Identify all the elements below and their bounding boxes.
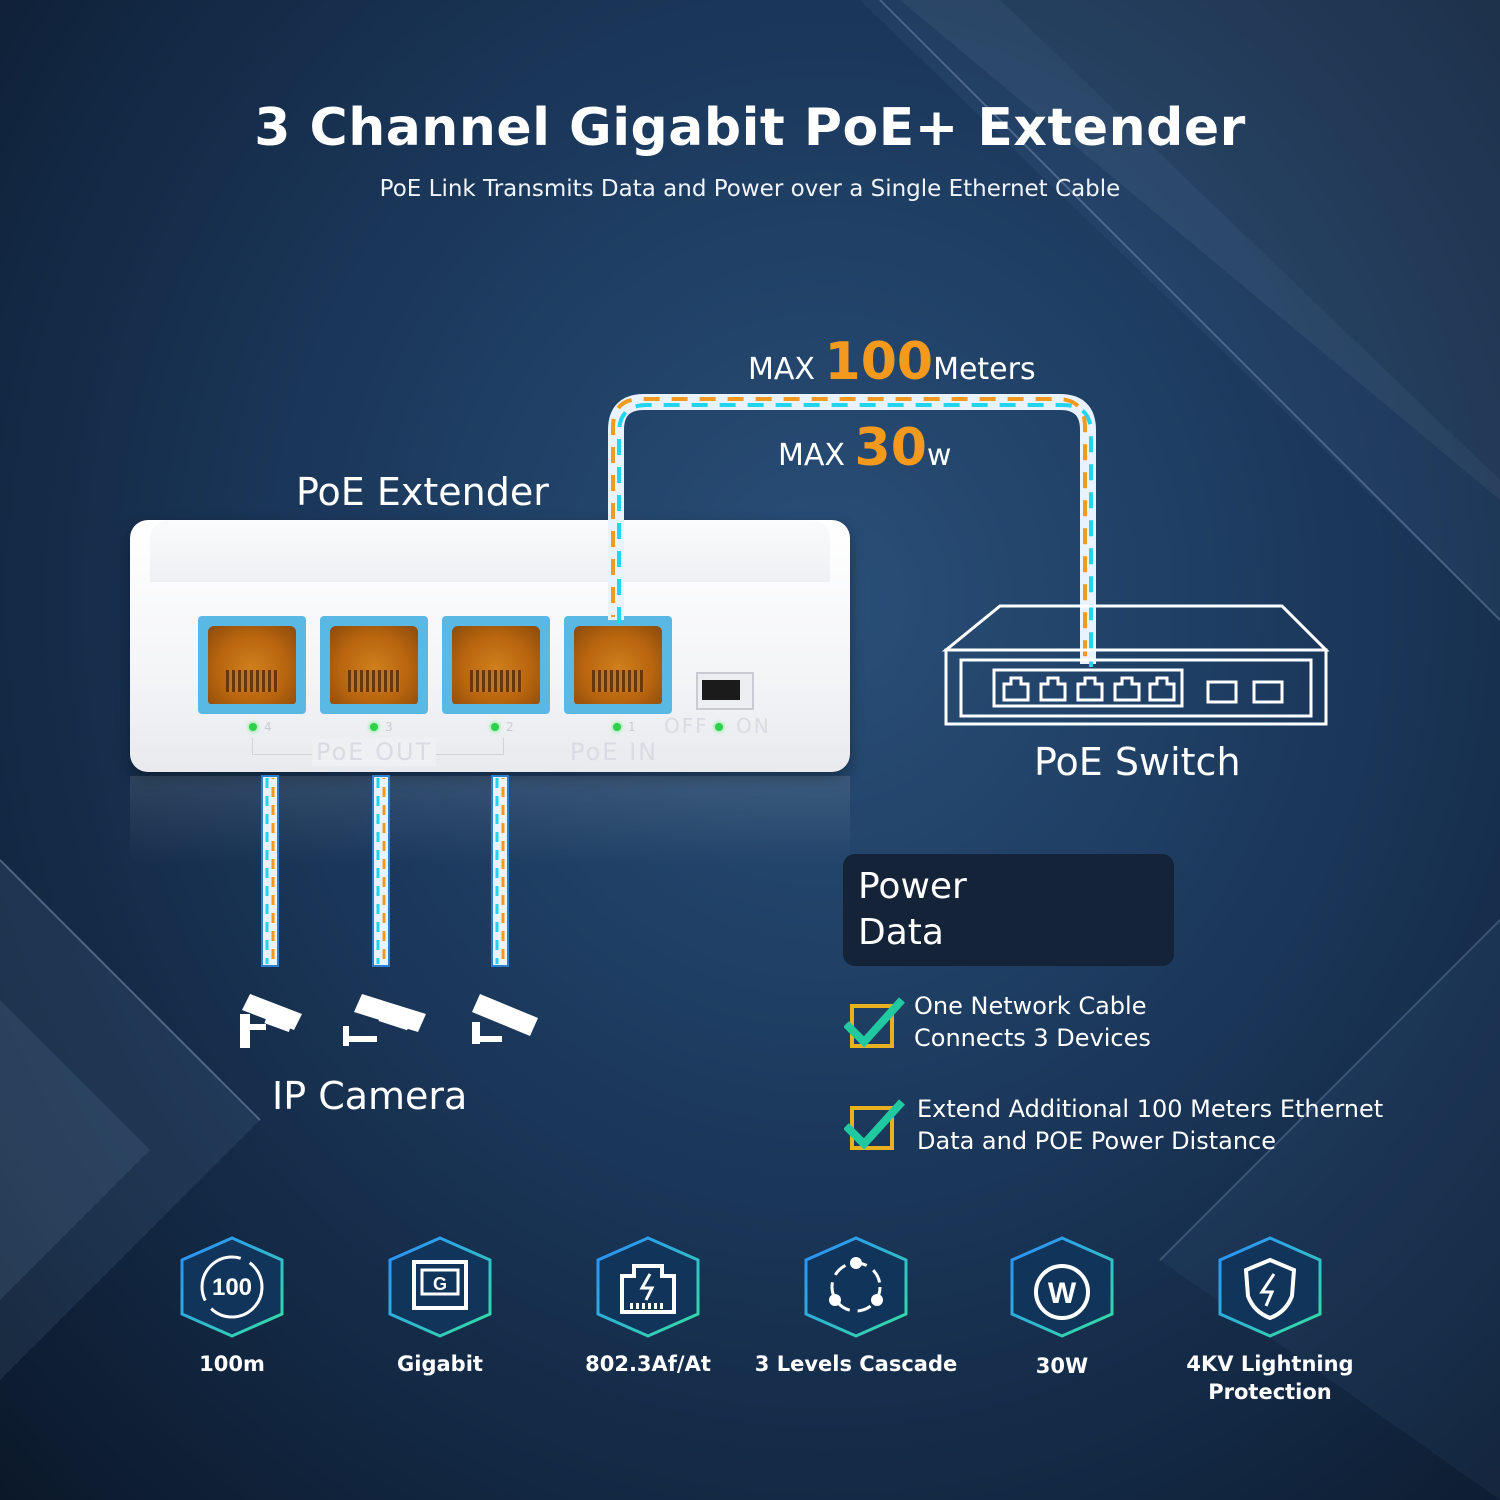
main-cable-power <box>611 397 1087 661</box>
main-cable-data <box>617 403 1093 667</box>
max-distance-unit: Meters <box>933 352 1036 387</box>
page-title: 3 Channel Gigabit PoE+ Extender <box>254 98 1246 158</box>
poe-switch-icon <box>941 604 1330 726</box>
camera-cable-3 <box>491 775 509 967</box>
camera-label: IP Camera <box>272 1074 468 1118</box>
device-top-panel <box>150 520 830 582</box>
port-1 <box>564 616 672 714</box>
lightning-shield-icon <box>1218 1236 1322 1338</box>
max-power-unit: w <box>926 438 952 473</box>
feature-label-lightning-line2: Protection <box>1208 1380 1332 1404</box>
distance-100-icon: 100 <box>180 1236 284 1338</box>
feature-label-cascade: 3 Levels Cascade <box>754 1352 958 1376</box>
camera-cable-1 <box>261 775 279 967</box>
device-reflection <box>130 776 850 866</box>
check-item-1-line2: Connects 3 Devices <box>914 1024 1151 1052</box>
port-2 <box>442 616 550 714</box>
main-cable-outer <box>608 394 1096 664</box>
legend-power-label: Power <box>858 866 967 907</box>
port-2-number: 2 <box>506 720 514 734</box>
extender-label: PoE Extender <box>296 470 549 514</box>
port-4-number: 4 <box>264 720 272 734</box>
max-distance-label: MAX 100Meters <box>748 332 1036 392</box>
switch-label: PoE Switch <box>1034 740 1241 784</box>
camera-icon-2 <box>343 994 426 1046</box>
ethernet-port-icon <box>596 1236 700 1338</box>
checkmark-icon <box>844 997 905 1048</box>
max-distance-value: 100 <box>824 332 934 392</box>
max-power-label: MAX 30w <box>778 418 951 478</box>
switch-led <box>715 723 723 731</box>
feature-label-30w: 30W <box>1035 1354 1089 1378</box>
max-power-prefix: MAX <box>778 438 845 473</box>
poe-in-label: PoE IN <box>570 738 659 766</box>
camera-cable-2 <box>372 775 390 967</box>
feature-icons: 100 G W <box>180 1236 1322 1338</box>
page-subtitle: PoE Link Transmits Data and Power over a… <box>379 176 1121 202</box>
switch-on-label: ON <box>736 714 771 738</box>
max-power-value: 30 <box>854 418 927 478</box>
power-switch[interactable] <box>696 672 754 710</box>
port-2-led <box>491 723 499 731</box>
check-item-1-line1: One Network Cable <box>914 992 1147 1020</box>
camera-icon-3 <box>472 994 538 1044</box>
port-3-led <box>370 723 378 731</box>
check-item-2-line1: Extend Additional 100 Meters Ethernet <box>917 1095 1384 1123</box>
feature-label-gigabit: Gigabit <box>397 1352 483 1376</box>
check-item-2-line2: Data and POE Power Distance <box>917 1127 1277 1155</box>
gigabit-icon: G <box>388 1236 492 1338</box>
svg-text:G: G <box>433 1274 447 1294</box>
camera-icon-1 <box>240 994 302 1048</box>
switch-off-label: OFF <box>664 714 709 738</box>
feature-label-lightning: 4KV Lightning Protection <box>1170 1350 1370 1406</box>
power-watt-icon: W <box>1010 1236 1114 1338</box>
check-item-1: One Network Cable Connects 3 Devices <box>914 990 1151 1054</box>
svg-text:W: W <box>1048 1277 1077 1310</box>
legend-data-label: Data <box>858 912 944 953</box>
cascade-icon <box>804 1236 908 1338</box>
svg-text:100: 100 <box>212 1274 252 1301</box>
port-1-led <box>613 723 621 731</box>
check-item-2: Extend Additional 100 Meters Ethernet Da… <box>917 1093 1383 1157</box>
feature-label-8023: 802.3Af/At <box>585 1352 711 1376</box>
port-4-led <box>249 723 257 731</box>
port-3-number: 3 <box>385 720 393 734</box>
port-3 <box>320 616 428 714</box>
max-distance-prefix: MAX <box>748 352 815 387</box>
port-1-number: 1 <box>628 720 636 734</box>
feature-label-100m: 100m <box>199 1352 265 1376</box>
legend-box <box>843 854 1174 966</box>
poe-out-label: PoE OUT <box>312 738 437 766</box>
feature-label-lightning-line1: 4KV Lightning <box>1186 1352 1354 1376</box>
checkmark-icon <box>844 1099 905 1150</box>
port-4 <box>198 616 306 714</box>
